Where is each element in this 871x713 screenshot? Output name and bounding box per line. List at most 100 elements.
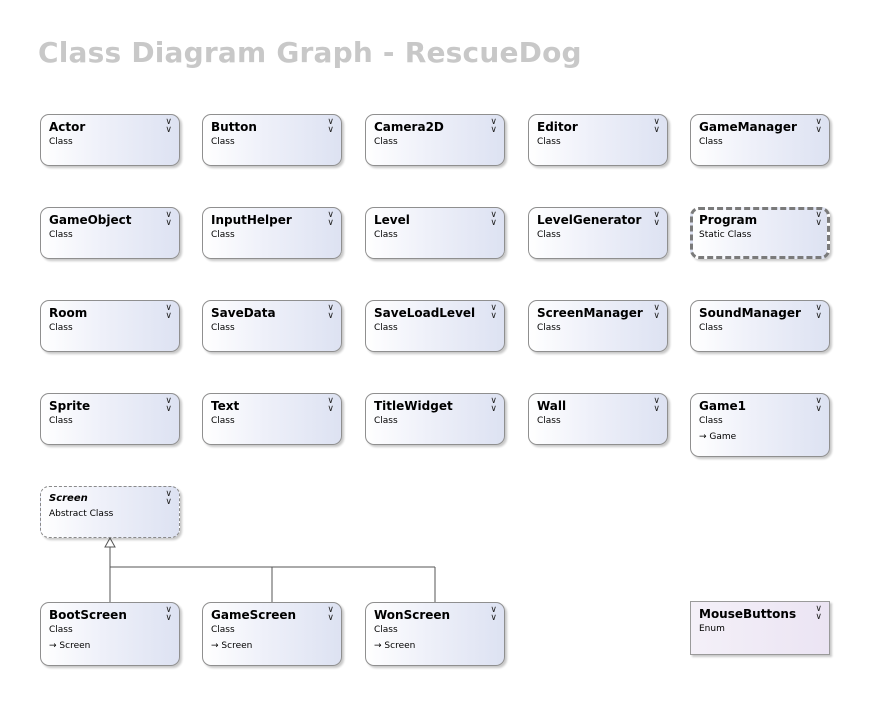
class-name: ScreenManager bbox=[537, 306, 643, 320]
class-name: SaveLoadLevel bbox=[374, 306, 476, 320]
diagram-title: Class Diagram Graph - RescueDog bbox=[38, 36, 582, 69]
class-kind: Class bbox=[699, 416, 723, 426]
class-kind: Class bbox=[211, 625, 235, 635]
expand-chevron-icon[interactable]: ∨∨ bbox=[653, 396, 660, 414]
class-kind: Abstract Class bbox=[49, 509, 114, 519]
expand-chevron-icon[interactable]: ∨∨ bbox=[327, 396, 334, 414]
expand-chevron-icon[interactable]: ∨∨ bbox=[815, 117, 822, 135]
expand-chevron-icon[interactable]: ∨∨ bbox=[653, 303, 660, 321]
class-kind: Class bbox=[537, 230, 561, 240]
class-kind: Class bbox=[537, 137, 561, 147]
class-kind: Class bbox=[699, 323, 723, 333]
class-kind: Class bbox=[374, 416, 398, 426]
class-name: Sprite bbox=[49, 399, 91, 413]
class-kind: Class bbox=[49, 137, 73, 147]
class-name: InputHelper bbox=[211, 213, 292, 227]
class-name: Screen bbox=[49, 493, 88, 504]
base-type-name: Screen bbox=[384, 641, 416, 651]
class-kind: Class bbox=[374, 625, 398, 635]
class-name: TitleWidget bbox=[374, 399, 453, 413]
expand-chevron-icon[interactable]: ∨∨ bbox=[165, 303, 172, 321]
class-name: Button bbox=[211, 120, 257, 134]
class-kind: Class bbox=[374, 230, 398, 240]
expand-chevron-icon[interactable]: ∨∨ bbox=[653, 117, 660, 135]
class-name: Actor bbox=[49, 120, 86, 134]
inherits-arrow-icon: → bbox=[699, 432, 710, 442]
expand-chevron-icon[interactable]: ∨∨ bbox=[490, 210, 497, 228]
inherits-arrow-icon: → bbox=[49, 641, 60, 651]
expand-chevron-icon[interactable]: ∨∨ bbox=[327, 605, 334, 623]
base-type-name: Game bbox=[709, 432, 737, 442]
class-name: Editor bbox=[537, 120, 578, 134]
expand-chevron-icon[interactable]: ∨∨ bbox=[327, 117, 334, 135]
class-kind: Class bbox=[537, 416, 561, 426]
class-kind: Class bbox=[211, 230, 235, 240]
expand-chevron-icon[interactable]: ∨∨ bbox=[490, 605, 497, 623]
base-type-name: Screen bbox=[221, 641, 253, 651]
expand-chevron-icon[interactable]: ∨∨ bbox=[327, 303, 334, 321]
class-kind: Static Class bbox=[699, 230, 752, 240]
expand-chevron-icon[interactable]: ∨∨ bbox=[490, 303, 497, 321]
expand-chevron-icon[interactable]: ∨∨ bbox=[490, 396, 497, 414]
expand-chevron-icon[interactable]: ∨∨ bbox=[653, 210, 660, 228]
class-kind: Class bbox=[211, 416, 235, 426]
inherits-arrow-icon: → bbox=[211, 641, 222, 651]
class-kind: Class bbox=[211, 137, 235, 147]
expand-chevron-icon[interactable]: ∨∨ bbox=[815, 396, 822, 414]
class-name: MouseButtons bbox=[699, 607, 797, 621]
class-kind: Class bbox=[49, 625, 73, 635]
expand-chevron-icon[interactable]: ∨∨ bbox=[815, 210, 822, 228]
class-name: Camera2D bbox=[374, 120, 444, 134]
class-kind: Class bbox=[49, 230, 73, 240]
expand-chevron-icon[interactable]: ∨∨ bbox=[165, 210, 172, 228]
expand-chevron-icon[interactable]: ∨∨ bbox=[165, 396, 172, 414]
expand-chevron-icon[interactable]: ∨∨ bbox=[327, 210, 334, 228]
base-type-name: Screen bbox=[59, 641, 91, 651]
class-name: SaveData bbox=[211, 306, 276, 320]
class-name: GameObject bbox=[49, 213, 132, 227]
class-name: Level bbox=[374, 213, 410, 227]
expand-chevron-icon[interactable]: ∨∨ bbox=[165, 117, 172, 135]
expand-chevron-icon[interactable]: ∨∨ bbox=[490, 117, 497, 135]
expand-chevron-icon[interactable]: ∨∨ bbox=[815, 303, 822, 321]
class-name: GameManager bbox=[699, 120, 797, 134]
expand-chevron-icon[interactable]: ∨∨ bbox=[165, 605, 172, 623]
class-name: Program bbox=[699, 213, 758, 227]
class-kind: Class bbox=[211, 323, 235, 333]
class-kind: Class bbox=[49, 416, 73, 426]
base-type: → Screen bbox=[49, 641, 90, 651]
expand-chevron-icon[interactable]: ∨∨ bbox=[815, 604, 822, 622]
base-type: → Game bbox=[699, 432, 736, 442]
base-type: → Screen bbox=[374, 641, 415, 651]
class-kind: Enum bbox=[699, 624, 725, 634]
class-name: Room bbox=[49, 306, 88, 320]
expand-chevron-icon[interactable]: ∨∨ bbox=[165, 489, 172, 507]
class-kind: Class bbox=[49, 323, 73, 333]
